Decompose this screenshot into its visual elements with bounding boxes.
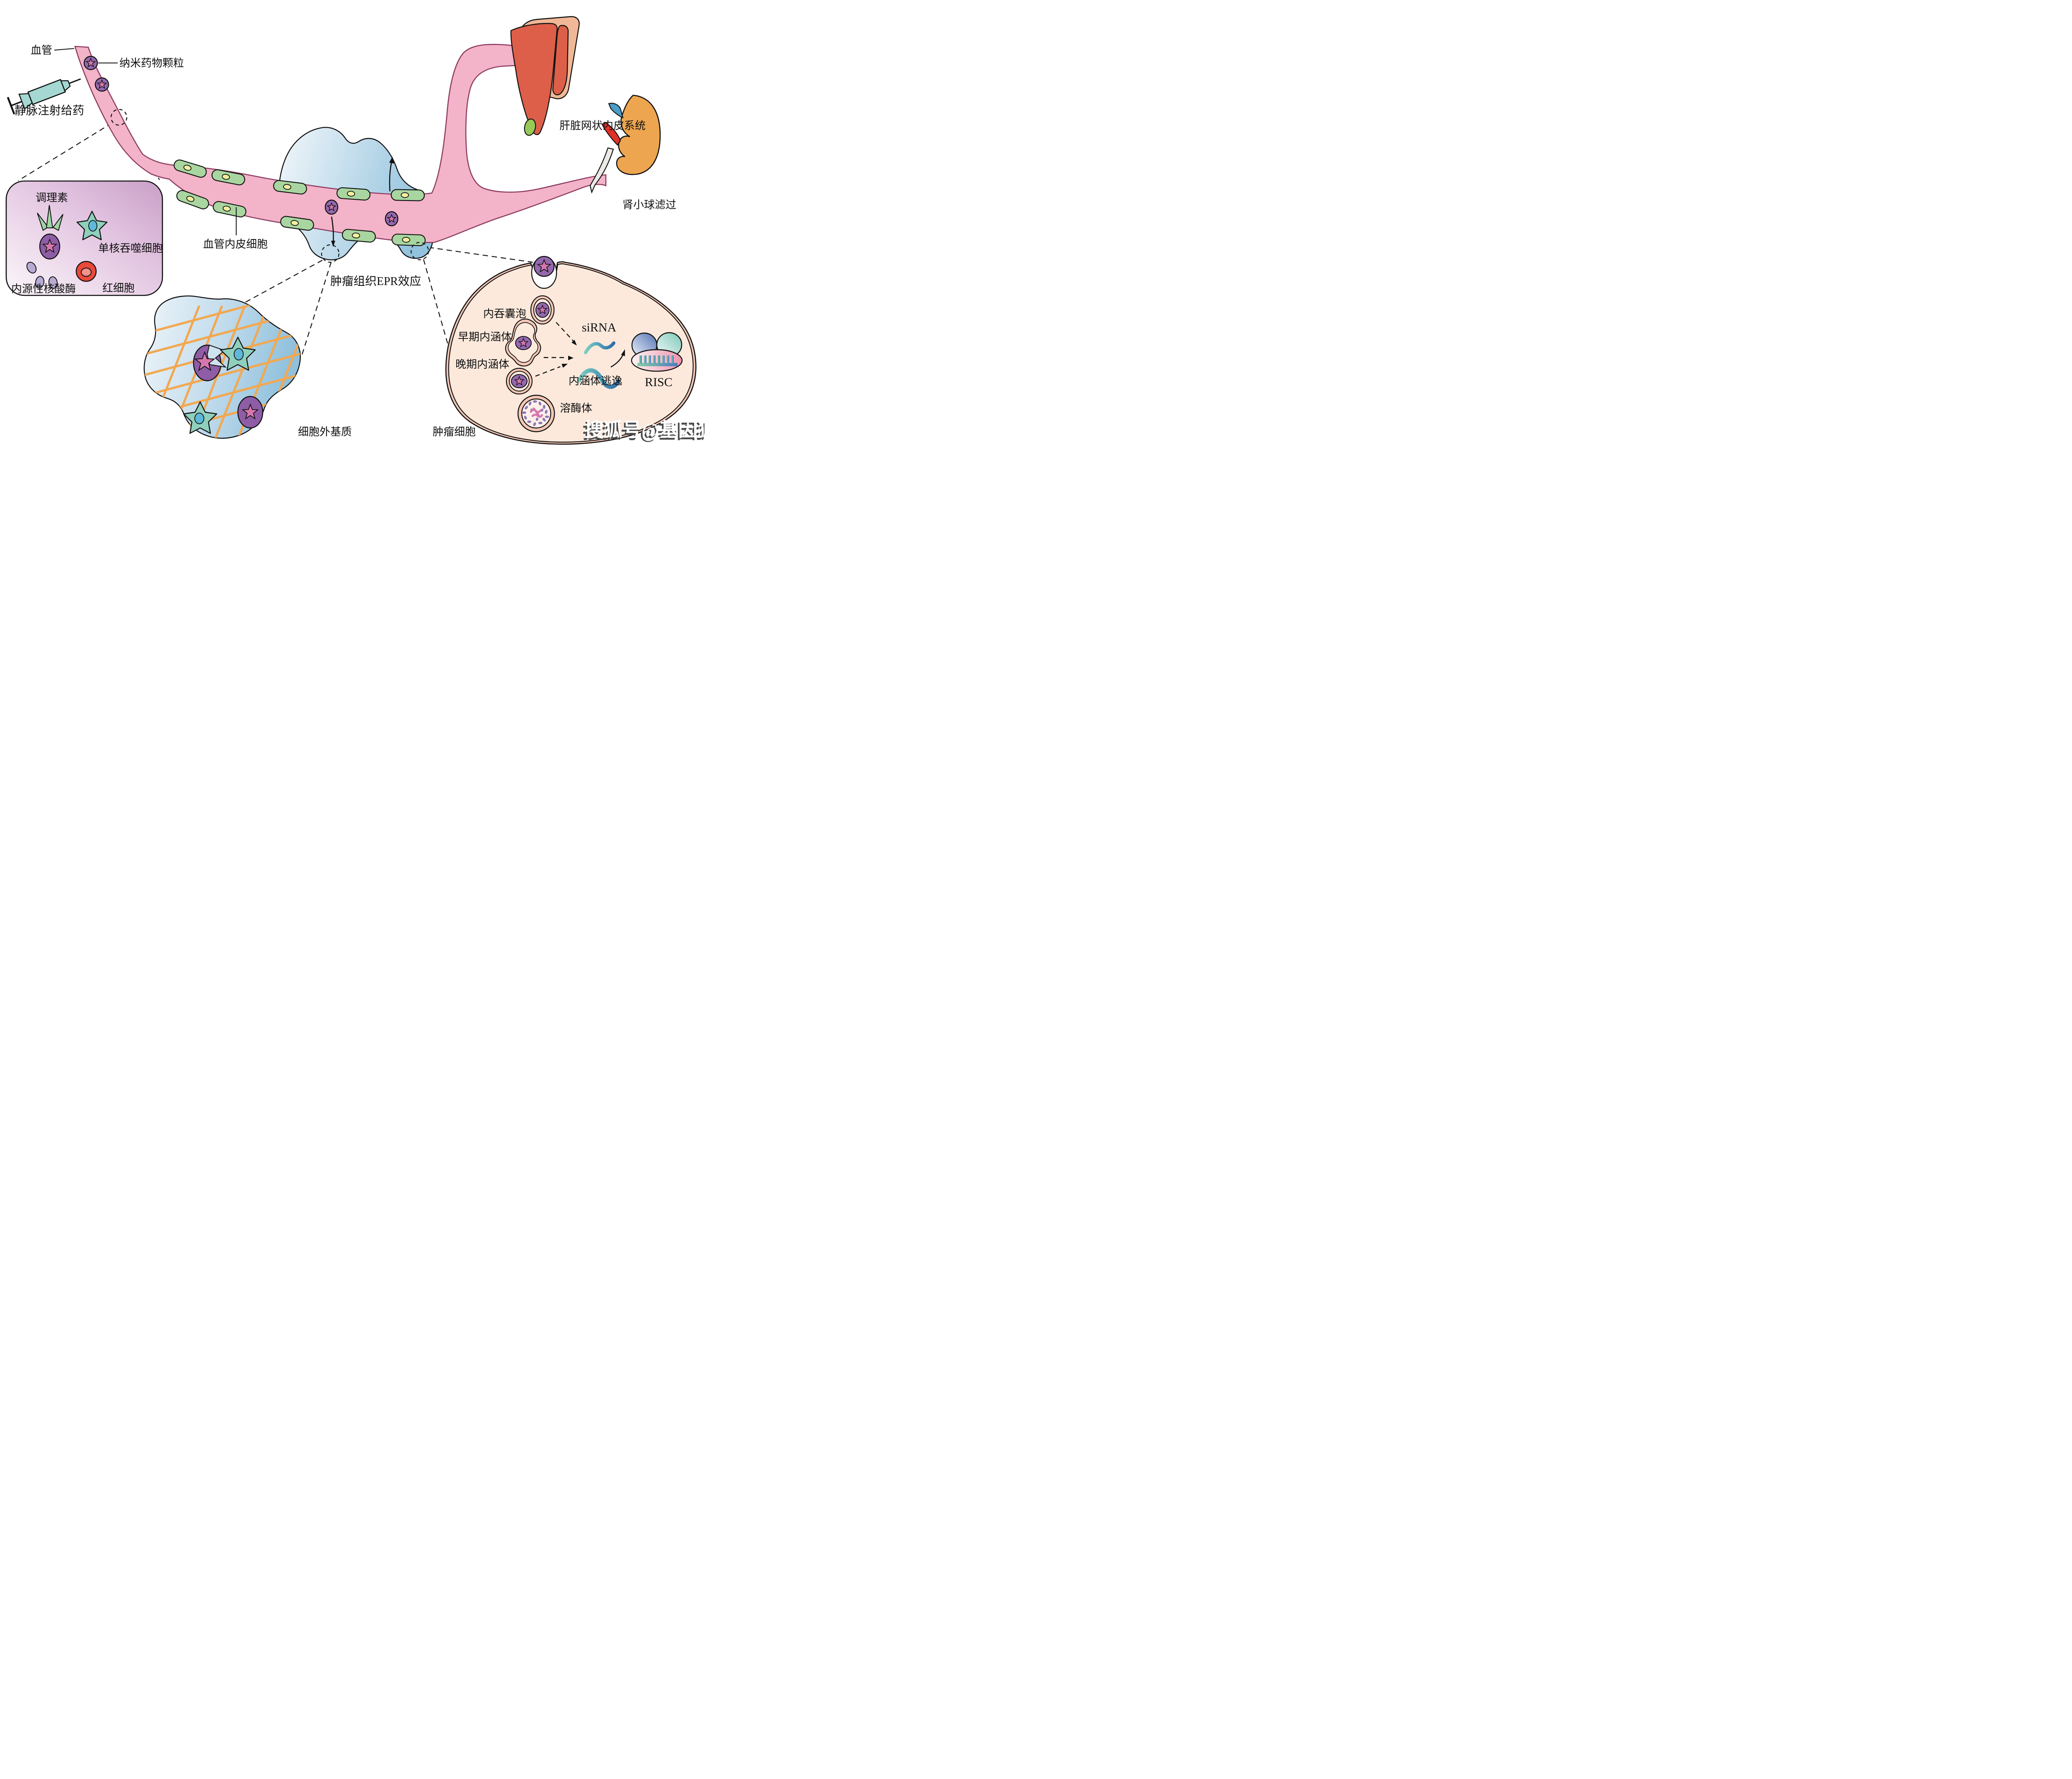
liver-res-label: 肝脏网状内皮系统 bbox=[559, 120, 646, 132]
lysosome-enzymes bbox=[522, 400, 549, 426]
risc-label: RISC bbox=[645, 375, 673, 389]
lysosome-core bbox=[530, 407, 543, 418]
sirna-strand-icons bbox=[577, 341, 620, 389]
endothelial-cell bbox=[280, 216, 314, 231]
tumor-cell-inner-membrane bbox=[448, 263, 694, 443]
gallbladder-icon bbox=[524, 118, 536, 136]
endothelial-cell bbox=[176, 190, 209, 210]
ureter-icon bbox=[589, 147, 614, 194]
endosome-escape-label: 内涵体逃逸 bbox=[569, 375, 622, 387]
endocytic-vesicle-icon bbox=[530, 295, 555, 325]
star-icon bbox=[537, 259, 552, 273]
extravasation-arrows bbox=[331, 157, 394, 247]
vessel-label: 血管 bbox=[31, 44, 52, 56]
ecm-label: 细胞外基质 bbox=[298, 426, 352, 438]
star-icon bbox=[518, 337, 529, 348]
clearance-box bbox=[5, 180, 163, 296]
nanoparticle-label: 纳米药物颗粒 bbox=[119, 57, 184, 69]
cone-line-tumor-to-cell-top bbox=[428, 247, 533, 263]
arrowhead-up bbox=[389, 157, 394, 164]
star-icon bbox=[194, 351, 215, 371]
pointer-vessel bbox=[54, 48, 75, 51]
iv-injection-label: 静脉注射给药 bbox=[15, 104, 84, 117]
risc-guide-strand bbox=[637, 363, 678, 366]
syringe-nozzle bbox=[60, 80, 71, 92]
endothelial-cell bbox=[391, 233, 426, 247]
star-icon bbox=[514, 375, 525, 386]
risc-base-pairs bbox=[639, 355, 674, 363]
stromal-cell-nucleus bbox=[234, 348, 244, 360]
rbc-center bbox=[81, 268, 92, 277]
liver-icon bbox=[510, 16, 580, 136]
escape-arrows bbox=[535, 322, 577, 377]
nuclease-icons bbox=[26, 261, 58, 289]
endothelial-cell bbox=[336, 187, 371, 201]
endothelial-cell bbox=[390, 189, 425, 201]
endothelial-cell bbox=[174, 160, 207, 178]
sirna-label: siRNA bbox=[582, 321, 617, 334]
cone-line-vessel-to-box-left bbox=[18, 123, 112, 181]
watermark: 搜狐号@基因狐 bbox=[584, 419, 704, 440]
liver-main-lobe bbox=[510, 23, 558, 135]
lysosome-icon bbox=[517, 394, 555, 433]
endothelial-cell bbox=[211, 169, 245, 186]
stromal-cell-nucleus bbox=[194, 413, 204, 424]
star-icon bbox=[387, 213, 397, 223]
star-icon bbox=[42, 238, 58, 253]
endothelial-cell bbox=[342, 229, 376, 243]
late-endosome-icon bbox=[506, 367, 533, 395]
epr-label: 肿瘤组织EPR效应 bbox=[330, 275, 421, 288]
ecm-blob bbox=[143, 295, 301, 439]
tumor-cell bbox=[445, 256, 697, 445]
star-icon bbox=[242, 403, 259, 420]
early-endosome-label: 早期内涵体 bbox=[458, 331, 512, 343]
star-icon bbox=[85, 57, 96, 68]
cone-line-tumor-to-cell-bottom bbox=[423, 259, 460, 384]
endocytic-vesicle-label: 内吞囊泡 bbox=[483, 308, 526, 320]
phagocyte-nucleus bbox=[88, 220, 97, 232]
late-endosome-label: 晚期内涵体 bbox=[455, 358, 509, 370]
syringe-barrel bbox=[27, 79, 66, 105]
syringe-icon bbox=[7, 78, 81, 115]
renal-vein-icon bbox=[608, 103, 624, 118]
endothelial-cell bbox=[273, 180, 307, 195]
syringe-needle bbox=[69, 78, 81, 84]
dashed-circle-right bbox=[410, 242, 429, 261]
endothelial-cell bbox=[213, 201, 247, 218]
opsonin-label: 调理素 bbox=[36, 192, 68, 204]
phagocyte-label: 单核吞噬细胞 bbox=[98, 242, 163, 254]
tumor-cell-label: 肿瘤细胞 bbox=[433, 426, 476, 438]
kidney-icon bbox=[589, 94, 661, 194]
early-endosome-icon bbox=[505, 319, 541, 367]
rbc-label: 红细胞 bbox=[102, 282, 135, 294]
risc-complex-icon bbox=[631, 332, 683, 372]
sirna-delivery-diagram: 血管 纳米药物颗粒 静脉注射给药 调理素 单核吞噬细胞 内源性核酸酶 红细胞 血… bbox=[0, 0, 704, 445]
arrowhead-down bbox=[331, 241, 335, 247]
dashed-circle-vessel bbox=[110, 109, 128, 126]
renal-filtration-label: 肾小球滤过 bbox=[622, 199, 676, 211]
lysosome-label: 溶酶体 bbox=[560, 402, 592, 414]
nanoparticles-in-vessel bbox=[83, 56, 399, 227]
endothelial-label: 血管内皮细胞 bbox=[203, 238, 268, 250]
diagram-canvas: 血管 纳米药物颗粒 静脉注射给药 调理素 单核吞噬细胞 内源性核酸酶 红细胞 血… bbox=[5, 16, 704, 445]
cone-line-tumor-to-ecm-right bbox=[300, 262, 332, 358]
liver-right-lobe bbox=[552, 25, 569, 95]
nuclease-label: 内源性核酸酶 bbox=[11, 283, 76, 295]
renal-artery-icon bbox=[601, 122, 621, 146]
syringe-plunger-rod bbox=[11, 101, 22, 106]
star-icon bbox=[97, 79, 107, 89]
kidney-body bbox=[616, 94, 661, 175]
star-icon bbox=[537, 304, 548, 314]
dashed-circle-left bbox=[321, 244, 340, 263]
opsonin-spikes-icon bbox=[37, 205, 63, 231]
arrowhead-to-risc bbox=[621, 349, 625, 356]
star-icon bbox=[327, 202, 336, 211]
watermark-shadow: 搜狐号@基因狐 bbox=[583, 421, 704, 442]
